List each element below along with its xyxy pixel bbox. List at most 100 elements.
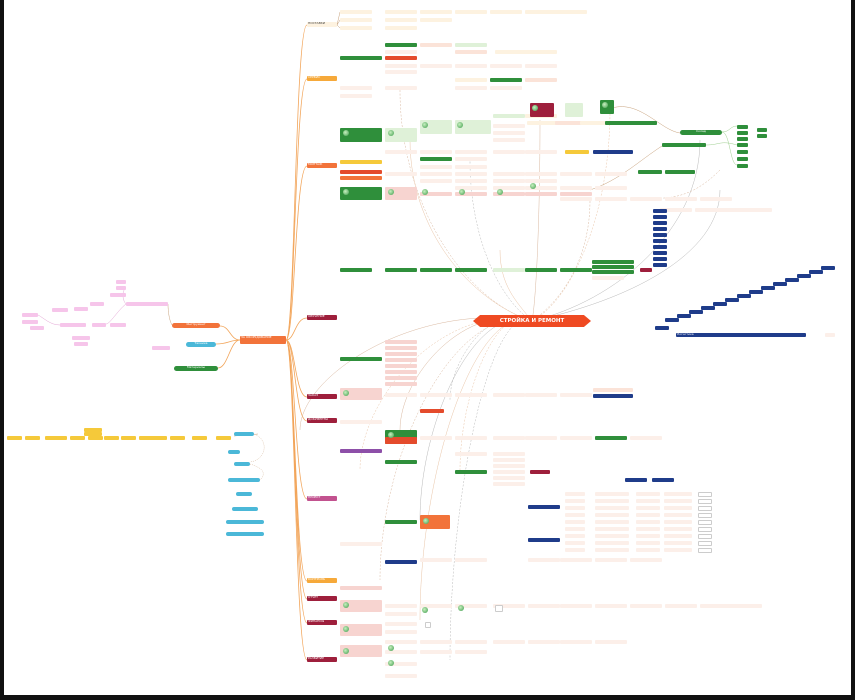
- sub-topic[interactable]: [560, 186, 592, 190]
- sub-topic[interactable]: [420, 150, 452, 154]
- leaf-topic[interactable]: [664, 520, 692, 524]
- sub-topic[interactable]: [528, 558, 560, 562]
- sub-topic[interactable]: [420, 640, 452, 644]
- sub-topic[interactable]: [455, 268, 487, 272]
- leaf-topic[interactable]: [88, 436, 103, 440]
- sub-topic[interactable]: [420, 43, 452, 47]
- sub-topic[interactable]: [455, 436, 487, 440]
- sub-topic[interactable]: [720, 208, 752, 212]
- sub-topic[interactable]: [595, 172, 627, 176]
- leaf-topic[interactable]: [655, 326, 669, 330]
- leaf-topic[interactable]: [228, 450, 240, 454]
- leaf-topic[interactable]: [595, 513, 629, 517]
- sub-topic[interactable]: [665, 197, 697, 201]
- sub-topic[interactable]: [340, 86, 372, 90]
- sub-topic[interactable]: [420, 10, 452, 14]
- sub-topic[interactable]: [340, 624, 382, 636]
- left-orange-node[interactable]: Инструмент: [172, 323, 220, 328]
- sub-topic[interactable]: [455, 640, 487, 644]
- sub-topic[interactable]: [593, 150, 633, 154]
- sub-topic[interactable]: [525, 192, 557, 196]
- sub-topic[interactable]: [493, 464, 525, 468]
- sub-topic[interactable]: [490, 86, 522, 90]
- leaf-topic[interactable]: [22, 313, 38, 317]
- sub-topic[interactable]: [420, 409, 444, 413]
- flag-node[interactable]: [425, 622, 431, 628]
- sub-topic[interactable]: [555, 121, 587, 125]
- leaf-topic[interactable]: [60, 323, 86, 327]
- sub-topic[interactable]: [385, 10, 417, 14]
- sub-topic[interactable]: [420, 64, 452, 68]
- sub-topic[interactable]: [385, 64, 417, 68]
- sub-topic[interactable]: [638, 170, 662, 174]
- leaf-topic[interactable]: [636, 506, 660, 510]
- leaf-topic[interactable]: [595, 520, 629, 524]
- leaf-topic[interactable]: [698, 492, 712, 497]
- sub-topic[interactable]: [340, 10, 372, 14]
- sub-topic[interactable]: [340, 56, 382, 60]
- leaf-topic[interactable]: [595, 534, 629, 538]
- sub-topic[interactable]: [592, 276, 624, 280]
- sub-topic[interactable]: [385, 460, 417, 464]
- sub-topic[interactable]: [525, 179, 557, 183]
- leaf-topic[interactable]: [70, 436, 85, 440]
- leaf-topic[interactable]: [565, 527, 585, 531]
- sub-topic[interactable]: [340, 542, 382, 546]
- leaf-topic[interactable]: [22, 320, 38, 324]
- leaf-topic[interactable]: [698, 548, 712, 553]
- sub-topic[interactable]: [385, 26, 417, 30]
- right-green-head[interactable]: Склад: [680, 130, 722, 135]
- sub-topic[interactable]: [560, 197, 592, 201]
- leaf-topic[interactable]: [653, 215, 667, 219]
- leaf-topic[interactable]: [749, 290, 763, 294]
- left-green-node[interactable]: Материалы: [174, 366, 218, 371]
- sub-topic[interactable]: [420, 650, 452, 654]
- leaf-topic[interactable]: [170, 436, 185, 440]
- leaf-topic[interactable]: [689, 310, 703, 314]
- leaf-topic[interactable]: [72, 336, 90, 340]
- sub-topic[interactable]: [493, 172, 525, 176]
- sub-topic[interactable]: [420, 393, 452, 397]
- leaf-topic[interactable]: [737, 137, 748, 141]
- sub-topic[interactable]: [493, 114, 525, 118]
- leaf-topic[interactable]: [713, 302, 727, 306]
- sub-topic[interactable]: [528, 604, 560, 608]
- sub-topic[interactable]: [490, 10, 522, 14]
- sub-topic[interactable]: [420, 268, 452, 272]
- sub-topic[interactable]: [525, 10, 557, 14]
- sub-topic[interactable]: [385, 268, 417, 272]
- leaf-topic[interactable]: [30, 326, 44, 330]
- leaf-topic[interactable]: [636, 534, 660, 538]
- sub-topic[interactable]: [595, 436, 627, 440]
- sub-topic[interactable]: [455, 393, 487, 397]
- sub-topic[interactable]: [455, 604, 487, 608]
- sub-topic[interactable]: [580, 121, 612, 125]
- sub-topic[interactable]: [730, 604, 762, 608]
- leaf-topic[interactable]: [236, 492, 252, 496]
- sub-topic[interactable]: [340, 170, 382, 174]
- leaf-topic[interactable]: [565, 499, 585, 503]
- sub-topic[interactable]: [420, 436, 452, 440]
- sub-topic[interactable]: [493, 436, 525, 440]
- sub-topic[interactable]: [340, 420, 382, 424]
- leaf-topic[interactable]: [74, 307, 88, 311]
- sub-topic[interactable]: [560, 640, 592, 644]
- sub-topic[interactable]: [662, 143, 706, 147]
- sub-topic[interactable]: [420, 18, 452, 22]
- sub-topic[interactable]: [455, 452, 487, 456]
- sub-topic[interactable]: [593, 388, 633, 392]
- sub-topic[interactable]: [340, 645, 382, 657]
- leaf-topic[interactable]: [110, 293, 126, 297]
- leaf-topic[interactable]: [653, 263, 667, 267]
- sub-topic[interactable]: [528, 538, 560, 542]
- sub-topic[interactable]: [420, 172, 452, 176]
- sub-topic[interactable]: [385, 376, 417, 380]
- picture-node[interactable]: [495, 605, 503, 612]
- leaf-topic[interactable]: [45, 436, 67, 440]
- sub-topic[interactable]: [493, 640, 525, 644]
- central-topic[interactable]: СТРОЙКА И РЕМОНТ: [473, 315, 591, 327]
- sub-topic[interactable]: [420, 165, 452, 169]
- leaf-topic[interactable]: [698, 534, 712, 539]
- sub-topic[interactable]: [493, 604, 525, 608]
- sub-topic[interactable]: [525, 78, 557, 82]
